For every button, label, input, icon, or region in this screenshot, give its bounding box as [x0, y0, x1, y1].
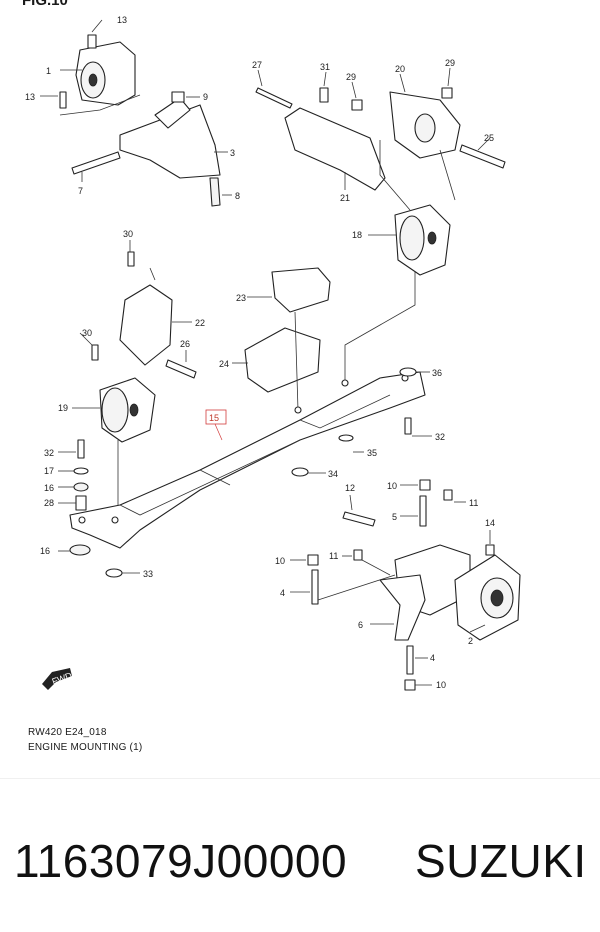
callout: 10	[387, 481, 397, 491]
callout: 11	[329, 551, 338, 561]
callout: 34	[328, 469, 338, 479]
callout: 27	[252, 60, 262, 70]
callout: 32	[435, 432, 445, 442]
callout: 3	[230, 148, 235, 158]
callout: 12	[345, 483, 355, 493]
callout: 14	[485, 518, 495, 528]
callout: 15	[209, 413, 219, 423]
crossmember-15	[69, 371, 426, 549]
callout: 29	[346, 72, 356, 82]
callout: 17	[44, 466, 54, 476]
mount-18	[344, 204, 451, 380]
callout: 31	[320, 62, 330, 72]
callout: 13	[25, 92, 35, 102]
callout: 13	[117, 15, 127, 25]
callout: 10	[436, 680, 446, 690]
callout: 11	[469, 498, 478, 508]
callout: 25	[484, 133, 494, 143]
callout: 23	[236, 293, 246, 303]
callout: 20	[395, 64, 405, 74]
callout: 26	[180, 339, 190, 349]
diagram-name: ENGINE MOUNTING (1)	[28, 742, 143, 753]
callout-labels: 13 1 13 9 3 7 8 27 31 29 20 29 25 21 18 …	[25, 15, 495, 690]
callout: 16	[40, 546, 50, 556]
small-hardware	[58, 367, 432, 578]
callout: 33	[143, 569, 153, 579]
callout: 22	[195, 318, 205, 328]
callout: 30	[123, 229, 133, 239]
callout: 5	[392, 512, 397, 522]
callout: 16	[44, 483, 54, 493]
diagram-drawing: FWD 13 1 13 9 3 7 8 27 31 29 20 29 25 21…	[25, 15, 521, 691]
callout: 35	[367, 448, 377, 458]
callout: 21	[340, 193, 350, 203]
callout: 10	[275, 556, 285, 566]
callout: 32	[44, 448, 54, 458]
figure-title: FIG.10	[22, 0, 68, 9]
callout: 36	[432, 368, 442, 378]
callout: 29	[445, 58, 455, 68]
diagram-code: RW420 E24_018	[28, 727, 107, 738]
callout: 1	[46, 66, 51, 76]
callout: 4	[430, 653, 435, 663]
divider	[0, 778, 600, 779]
brand-name: SUZUKI	[415, 835, 587, 887]
callout: 7	[78, 186, 83, 196]
upper-left-mount	[40, 19, 232, 207]
callout: 24	[219, 359, 229, 369]
callout: 30	[82, 328, 92, 338]
upper-right-mount	[255, 67, 506, 211]
mount-19	[72, 377, 156, 520]
forward-arrow-icon: FWD	[42, 668, 74, 690]
lower-right-mount	[290, 479, 521, 691]
callout: 28	[44, 498, 54, 508]
callout: 18	[352, 230, 362, 240]
callout: 8	[235, 191, 240, 201]
callout: 2	[468, 636, 473, 646]
callout: 19	[58, 403, 68, 413]
exploded-parts-diagram: FIG.10	[22, 0, 521, 753]
middle-brackets	[79, 240, 331, 411]
callout: 6	[358, 620, 363, 630]
callout: 4	[280, 588, 285, 598]
callout: 9	[203, 92, 208, 102]
part-number: 1163079J00000	[14, 835, 348, 887]
